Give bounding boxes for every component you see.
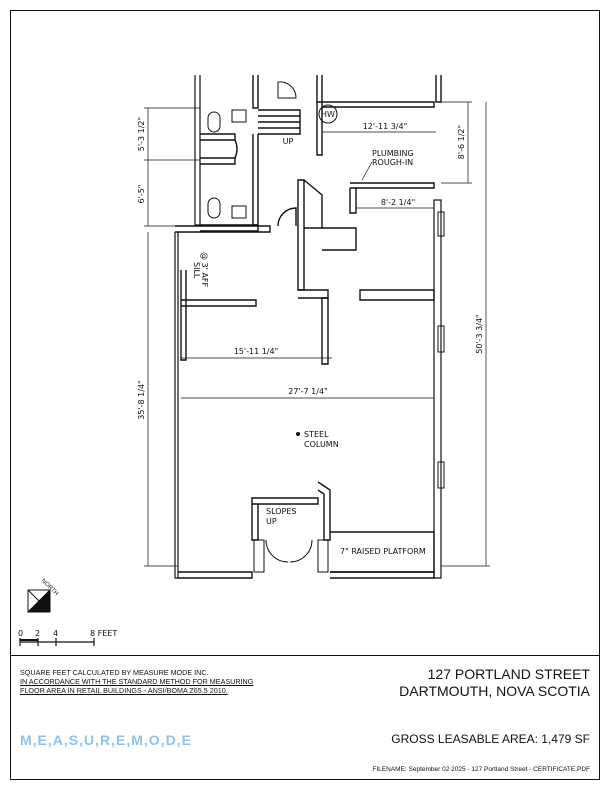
note-line-2: IN ACCORDANCE WITH THE STANDARD METHOD F… (20, 677, 254, 686)
label-sill-1: SILL (192, 262, 201, 279)
washroom-bottom (200, 224, 259, 232)
label-steel-2: COLUMN (304, 440, 339, 449)
dim-8-6: 8'-6 1/2" (457, 125, 466, 159)
sill-wall (180, 270, 187, 361)
vestibule-right (317, 481, 331, 541)
dim-8-2: 8'-2 1/4" (381, 198, 415, 207)
dim-12-11: 12'-11 3/4" (363, 122, 408, 131)
label-slopes-2: UP (266, 517, 277, 526)
dim-6-5: 6'-5" (137, 185, 146, 204)
washroom-wall-upper-right (252, 75, 259, 109)
entry-jamb-left (253, 539, 265, 573)
address: 127 PORTLAND STREET DARTMOUTH, NOVA SCOT… (399, 666, 590, 700)
top-wall-right (435, 75, 442, 103)
window-3 (437, 461, 445, 489)
door-swing-2 (277, 207, 297, 227)
hw-room-wall-left (316, 102, 323, 156)
washroom-wall-left (194, 75, 201, 226)
top-wall-stub (316, 75, 323, 103)
inner-wall-e (321, 297, 329, 365)
hw-tank (318, 104, 338, 124)
dim-15-11: 15'-11 1/4" (234, 347, 279, 356)
window-2 (437, 325, 445, 353)
address-line-1: 127 PORTLAND STREET (427, 666, 590, 682)
page-border (10, 10, 600, 780)
door-swing-1 (234, 139, 238, 159)
entry-jamb-right (317, 539, 329, 573)
label-slopes-1: SLOPES (266, 507, 297, 516)
plumbing-wall-left (349, 188, 357, 214)
platform (330, 531, 435, 573)
note-line-1: SQUARE FEET CALCULATED BY MEASURE MODE I… (20, 668, 209, 677)
steel-column (296, 432, 300, 436)
exterior-wall-bottom-left (178, 571, 253, 579)
filename: FILENAME: September 02 2025 - 127 Portla… (372, 766, 590, 773)
corridor-wall-top (175, 225, 271, 233)
label-hw: HW (321, 110, 335, 119)
dim-5-3: 5'-3 1/2" (137, 117, 146, 151)
measure-note: SQUARE FEET CALCULATED BY MEASURE MODE I… (20, 668, 310, 695)
scale-tick-4: 4 (53, 629, 58, 638)
washroom-divider (252, 134, 259, 226)
north-arrow-icon (26, 588, 51, 613)
inner-wall-d (298, 289, 329, 299)
address-line-2: DARTMOUTH, NOVA SCOTIA (399, 683, 590, 699)
entry-door-right (289, 539, 313, 563)
exterior-wall-right (433, 199, 442, 579)
partition-left (181, 299, 257, 307)
dim-27-7: 27'-7 1/4" (288, 387, 327, 396)
window-1 (437, 211, 445, 237)
vestibule-left (251, 504, 259, 541)
label-sill-2: @ 3' AFF (200, 252, 209, 287)
scale-tick-0: 0 (18, 629, 23, 638)
exterior-wall-bottom-right (330, 571, 435, 579)
label-plumbing-1: PLUMBING (372, 149, 414, 158)
inner-wall-a (297, 179, 305, 291)
label-platform: 7" RAISED PLATFORM (340, 547, 426, 556)
washroom-mid-wall-b (200, 157, 236, 165)
gross-leasable-area: GROSS LEASABLE AREA: 1,479 SF (391, 732, 590, 746)
entry-vestibule (251, 497, 319, 505)
label-up: UP (283, 137, 294, 146)
scale-tick-8: 8 FEET (90, 629, 117, 638)
scale-tick-2: 2 (35, 629, 40, 638)
toilet-lower (207, 197, 221, 219)
partition-right (359, 289, 435, 301)
scale-bar (19, 638, 95, 646)
measuremode-logo: M,E,A,S,U,R,E,M,O,D,E (20, 732, 192, 748)
dim-35-8: 35'-8 1/4" (137, 380, 146, 419)
washroom-mid-wall (200, 133, 236, 141)
label-steel-1: STEEL (304, 430, 329, 439)
title-block: SQUARE FEET CALCULATED BY MEASURE MODE I… (10, 655, 600, 780)
toilet-upper (207, 111, 221, 133)
note-line-3: FLOOR AREA IN RETAIL BUILDINGS - ANSI/BO… (20, 686, 228, 695)
door-swing-3 (277, 81, 297, 99)
label-plumbing-2: ROUGH-IN (372, 158, 413, 167)
hw-room-wall (322, 101, 435, 108)
inner-wall-b (303, 179, 323, 229)
exterior-wall-left (174, 232, 179, 579)
dim-50-3: 50'-3 3/4" (475, 314, 484, 353)
sink-upper (231, 109, 247, 123)
plumbing-wall (350, 182, 435, 189)
sink-lower (231, 205, 247, 219)
inner-wall-c (322, 227, 357, 251)
entry-door-left (265, 539, 289, 563)
